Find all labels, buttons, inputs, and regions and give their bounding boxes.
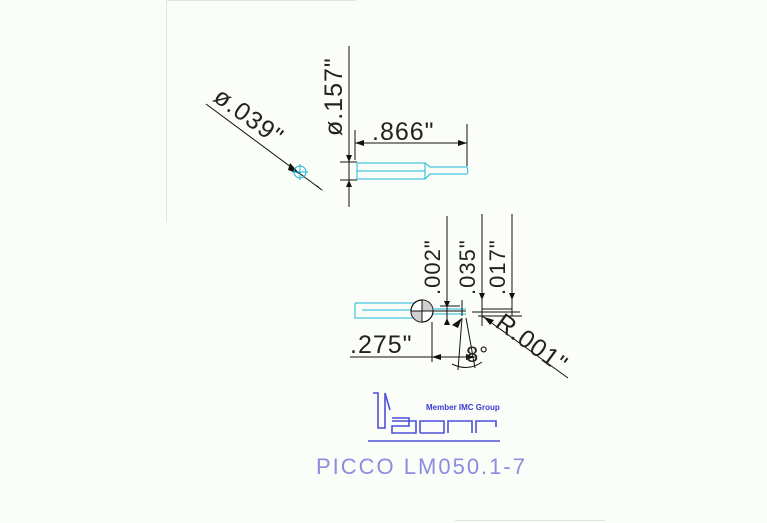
dim-diameter-head: ø.039" [208, 82, 288, 151]
page-edge-bottom [455, 520, 605, 521]
dim-width-035: .035" [455, 239, 480, 295]
dim-width-017: .017" [485, 239, 510, 295]
tool-outline [356, 162, 469, 180]
tool-detail-view: .002" .035" .017" .275" 8° R.001" [350, 214, 573, 379]
dim-angle: 8° [466, 342, 489, 367]
dim-diameter-shank: ø.157" [320, 57, 348, 136]
dim-offset-002: .002" [420, 239, 445, 295]
page-edge-top [166, 0, 356, 1]
logo-member-text: Member IMC Group [426, 403, 500, 412]
tool-side-view: ø.157" .866" [320, 46, 469, 207]
logo-letter-s [391, 417, 417, 434]
dim-length-overall: .866" [372, 118, 435, 146]
logo-letter-i [373, 392, 391, 429]
dim-corner-radius: R.001" [490, 308, 572, 379]
logo-letter-a [447, 420, 473, 433]
iscar-logo [368, 392, 500, 442]
part-number-title: PICCO LM050.1-7 [316, 454, 527, 479]
dim-length-275: .275" [350, 331, 413, 359]
logo-letter-c [419, 420, 445, 434]
head-diameter-callout: ø.039" [205, 82, 324, 192]
logo-letter-r [475, 420, 497, 433]
page-edge-left [166, 0, 167, 222]
